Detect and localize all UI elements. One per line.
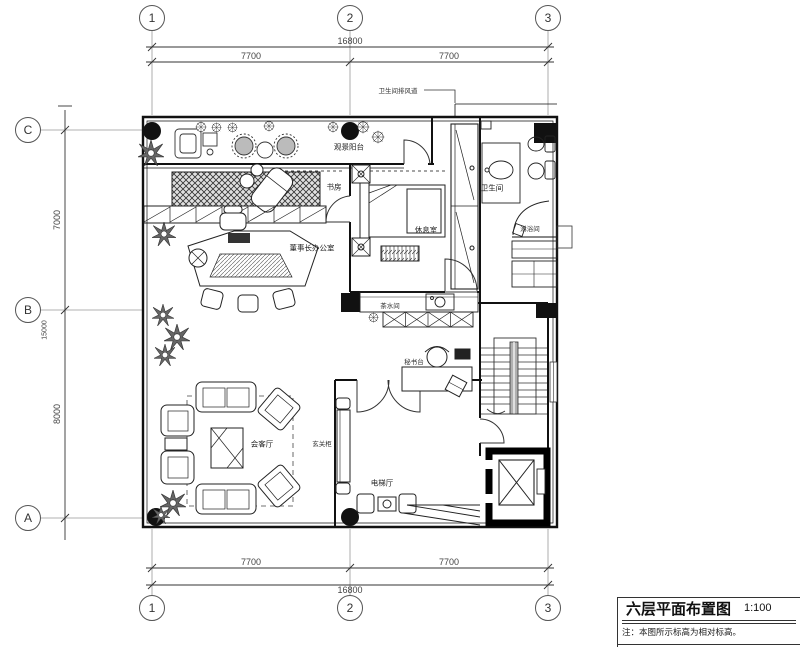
dim-bottom-total: 16800 <box>337 585 363 595</box>
misc-details <box>424 89 573 403</box>
balcony-furniture <box>138 120 385 166</box>
dim-bottom-segment-1: 7700 <box>240 557 262 567</box>
grid-lines <box>41 31 549 595</box>
title-block: 六层平面布置图 1:100 注：本图所示标高为相对标高。 <box>616 594 800 647</box>
title-underline-2 <box>622 623 796 624</box>
room-label-elevator-hall: 电梯厅 <box>370 478 394 488</box>
dim-left-segment-2: 8000 <box>52 403 62 425</box>
dimension-lines <box>58 42 554 590</box>
wardrobe <box>450 123 479 290</box>
room-label-console: 玄关柜 <box>312 441 332 448</box>
grid-bubble-col-3-bottom: 3 <box>535 595 561 621</box>
staircase <box>481 337 547 415</box>
grid-bubble-col-1: 1 <box>139 5 165 31</box>
dim-top-total: 16800 <box>337 36 363 46</box>
dim-left-total: 15000 <box>41 320 49 340</box>
drawing-title: 六层平面布置图 <box>626 601 732 618</box>
drawing-note: 注：本图所示标高为相对标高。 <box>622 627 742 637</box>
room-label-pantry: 茶水间 <box>380 303 400 310</box>
title-block-top-rule <box>618 597 800 598</box>
room-label-bedroom: 休息室 <box>414 225 438 235</box>
room-label-reception: 会客厅 <box>250 439 274 449</box>
grid-bubble-row-c: C <box>15 117 41 143</box>
lounge-furniture <box>152 381 301 524</box>
dim-top-segment-1: 7700 <box>240 51 262 61</box>
annotation-duct: 卫生间排风道 <box>378 88 418 95</box>
grid-bubble-col-1-bottom: 1 <box>139 595 165 621</box>
title-underline-1 <box>622 620 796 621</box>
walls <box>141 103 559 529</box>
title-block-bottom-rule <box>618 644 800 645</box>
dim-left-segment-1: 7000 <box>52 209 62 231</box>
study-furniture <box>143 163 327 366</box>
room-label-bathroom: 卫生间 <box>480 183 504 193</box>
grid-bubble-col-2-bottom: 2 <box>337 595 363 621</box>
room-label-study: 书房 <box>326 182 342 192</box>
grid-bubble-row-a: A <box>15 505 41 531</box>
plant-pot-icon <box>195 121 207 133</box>
title-block-left-rule <box>617 597 618 647</box>
dim-top-segment-2: 7700 <box>438 51 460 61</box>
grid-bubble-row-b: B <box>15 297 41 323</box>
pantry-counter <box>359 291 479 328</box>
room-label-balcony: 观景阳台 <box>334 142 364 152</box>
bedroom-furniture <box>351 164 446 262</box>
room-label-secretary-desk: 秘书台 <box>404 359 424 366</box>
room-label-chairman-office: 董事长办公室 <box>289 243 335 253</box>
secretary-furniture <box>401 346 473 398</box>
hall-furniture <box>335 397 481 526</box>
room-label-shower: 淋浴间 <box>520 226 540 233</box>
bathroom-fixtures <box>480 120 558 288</box>
grid-bubble-col-2: 2 <box>337 5 363 31</box>
drawing-scale: 1:100 <box>744 602 772 614</box>
grid-bubble-col-3: 3 <box>535 5 561 31</box>
dim-bottom-segment-2: 7700 <box>438 557 460 567</box>
elevator <box>484 447 551 527</box>
